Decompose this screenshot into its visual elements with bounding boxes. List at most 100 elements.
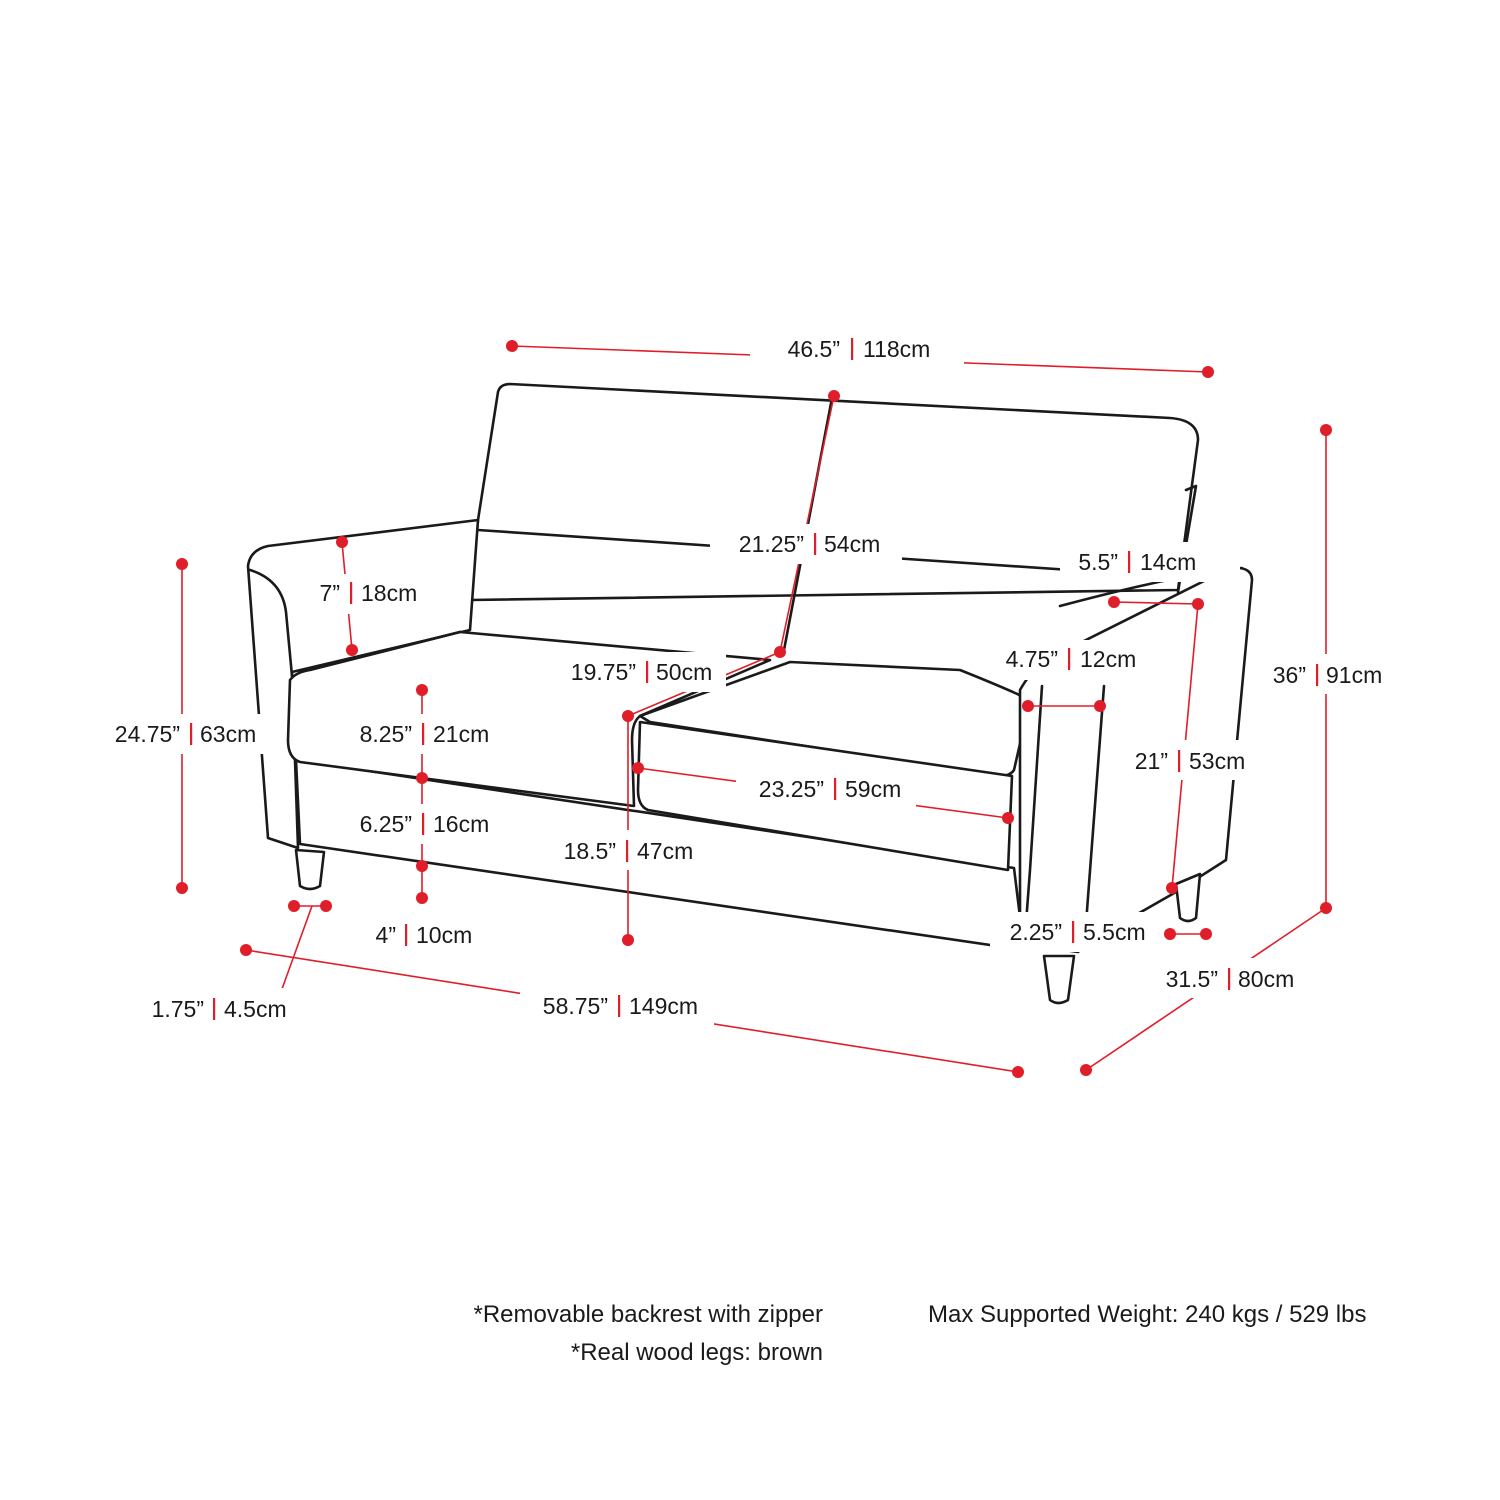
dot (336, 536, 348, 548)
seat-height-cm: 47cm (637, 838, 693, 864)
leg-inset-cm: 5.5cm (1083, 919, 1146, 945)
dot (774, 646, 786, 658)
dot (416, 684, 428, 696)
label-back-width: 46.5” 118cm (788, 336, 931, 362)
dot (176, 558, 188, 570)
leg-width-in: 1.75” (152, 996, 204, 1022)
leg-front-right (1042, 954, 1076, 1005)
seat-depth-in: 19.75” (571, 659, 636, 685)
right-arm-front (1082, 684, 1106, 952)
dot (1164, 928, 1176, 940)
dot (1202, 366, 1214, 378)
label-masks (96, 328, 1396, 1028)
dimension-dots (176, 340, 1332, 1078)
dot (1166, 882, 1178, 894)
note-max-weight: Max Supported Weight: 240 kgs / 529 lbs (928, 1301, 1367, 1328)
backrest-height-in: 21.25” (739, 531, 804, 557)
arm-front-width-cm: 12cm (1080, 646, 1136, 672)
left-arm-roll (248, 568, 294, 678)
leg-front-left (294, 848, 326, 891)
dot (1320, 902, 1332, 914)
inner-arm-height-cm: 53cm (1189, 748, 1245, 774)
dot (346, 644, 358, 656)
dot (506, 340, 518, 352)
leg-height-in: 4” (376, 922, 396, 948)
back-width-in: 46.5” (788, 336, 840, 362)
total-width-in: 58.75” (543, 993, 608, 1019)
leg-back-right (1174, 872, 1202, 923)
dot (1108, 596, 1120, 608)
label-seat-width: 23.25” 59cm (759, 776, 901, 802)
note-legs: *Real wood legs: brown (570, 1339, 823, 1366)
backrest (468, 382, 1200, 602)
label-total-depth: 31.5” 80cm (1166, 966, 1295, 992)
arm-above-seat-in: 7” (320, 580, 340, 606)
label-arm-front-width: 4.75” 12cm (1006, 646, 1137, 672)
back-width-cm: 118cm (863, 336, 930, 362)
label-seat-height: 18.5” 47cm (564, 838, 694, 864)
dot (1094, 700, 1106, 712)
dot (176, 882, 188, 894)
dot (1192, 598, 1204, 610)
dot (828, 390, 840, 402)
label-backrest-height: 21.25” 54cm (739, 531, 880, 557)
seat-height-in: 18.5” (564, 838, 616, 864)
label-leg-height: 4” 10cm (376, 922, 473, 948)
dot (1012, 1066, 1024, 1078)
seat-width-cm: 59cm (845, 776, 901, 802)
dim-line-leg-width-leader (277, 905, 313, 1001)
dot (416, 892, 428, 904)
dot (416, 860, 428, 872)
left-cushion-back (298, 630, 462, 674)
backrest-height-cm: 54cm (824, 531, 880, 557)
arm-height-in: 24.75” (115, 721, 180, 747)
dot (416, 772, 428, 784)
total-depth-in: 31.5” (1166, 966, 1218, 992)
label-leg-width: 1.75” 4.5cm (152, 996, 287, 1022)
label-arm-above-seat: 7” 18cm (320, 580, 418, 606)
dim-line-arm-width (1113, 601, 1199, 605)
label-total-width: 58.75” 149cm (543, 993, 698, 1019)
label-seat-depth: 19.75” 50cm (571, 659, 712, 685)
note-backrest: *Removable backrest with zipper (473, 1301, 824, 1328)
label-inner-arm-height: 21” 53cm (1135, 748, 1246, 774)
leg-height-cm: 10cm (416, 922, 472, 948)
sofa-outline (246, 382, 1254, 1005)
base-height-in: 6.25” (360, 811, 412, 837)
dot (1200, 928, 1212, 940)
arm-front-width-in: 4.75” (1006, 646, 1058, 672)
inner-arm-height-in: 21” (1135, 748, 1168, 774)
dot (632, 762, 644, 774)
total-height-in: 36” (1273, 662, 1306, 688)
dot (1002, 812, 1014, 824)
dot (288, 900, 300, 912)
total-depth-cm: 80cm (1238, 966, 1294, 992)
seat-width-in: 23.25” (759, 776, 824, 802)
arm-width-in: 5.5” (1078, 549, 1118, 575)
dot (622, 710, 634, 722)
dot (320, 900, 332, 912)
leg-inset-in: 2.25” (1010, 919, 1062, 945)
label-total-height: 36” 91cm (1273, 662, 1383, 688)
arm-above-seat-cm: 18cm (361, 580, 417, 606)
base-height-cm: 16cm (433, 811, 489, 837)
dimension-labels: 46.5” 118cm 21.25” 54cm 5.5” 14cm 7” 18c… (115, 336, 1382, 1022)
seat-depth-cm: 50cm (656, 659, 712, 685)
total-height-cm: 91cm (1326, 662, 1382, 688)
dot (1022, 700, 1034, 712)
label-cushion-thickness: 8.25” 21cm (360, 721, 490, 747)
label-arm-height: 24.75” 63cm (115, 721, 256, 747)
arm-width-cm: 14cm (1140, 549, 1196, 575)
leg-width-cm: 4.5cm (224, 996, 287, 1022)
label-arm-width: 5.5” 14cm (1078, 549, 1196, 575)
cushion-thickness-in: 8.25” (360, 721, 412, 747)
label-leg-inset: 2.25” 5.5cm (1010, 919, 1146, 945)
label-base-height: 6.25” 16cm (360, 811, 490, 837)
arm-height-cm: 63cm (200, 721, 256, 747)
dot (1080, 1064, 1092, 1076)
dot (240, 944, 252, 956)
total-width-cm: 149cm (629, 993, 698, 1019)
dot (1320, 424, 1332, 436)
dot (622, 934, 634, 946)
